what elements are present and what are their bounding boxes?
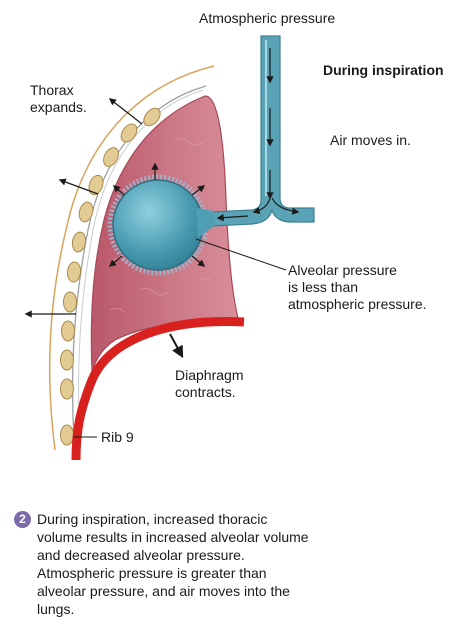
rib — [120, 123, 138, 143]
atmospheric-pressure-label: Atmospheric pressure — [199, 10, 336, 26]
caption-line: lungs. — [37, 601, 75, 617]
phase-title: During inspiration — [323, 62, 444, 78]
rib — [71, 231, 87, 253]
diaphragm — [71, 317, 245, 461]
thorax-label: Thorax expands. — [30, 82, 87, 116]
alveolar-label-line: is less than — [288, 279, 359, 295]
rib-9-label: Rib 9 — [101, 429, 134, 445]
rib — [88, 174, 104, 196]
rib — [61, 320, 75, 342]
alveolar-label-line: Alveolar pressure — [288, 262, 397, 278]
alveolar-label-line: atmospheric pressure. — [288, 296, 427, 312]
thorax-label-line: expands. — [30, 99, 87, 115]
diaphragm-arrow — [169, 333, 184, 359]
chest-wall-outer — [49, 65, 215, 451]
rib — [60, 378, 74, 400]
caption-line: and decreased alveolar pressure. — [37, 547, 245, 563]
rib — [143, 107, 161, 127]
rib-9 — [60, 424, 74, 446]
thorax-label-line: Thorax — [30, 82, 74, 98]
step-caption: During inspiration, increased thoracic v… — [37, 510, 367, 618]
alveolus-neck — [196, 208, 214, 238]
step-number-badge: 2 — [14, 511, 31, 528]
diaphragm-label-line: Diaphragm — [175, 367, 244, 383]
rib — [103, 147, 119, 167]
alveolar-pressure-label: Alveolar pressure is less than atmospher… — [288, 262, 427, 313]
inspiration-diagram — [24, 35, 315, 461]
rib — [78, 201, 94, 223]
caption-line: Atmospheric pressure is greater than — [37, 565, 267, 581]
rib — [60, 349, 74, 371]
caption-line: During inspiration, increased thoracic — [37, 511, 268, 527]
airflow-arrows — [216, 48, 300, 222]
ribs — [60, 107, 161, 446]
alveolar-leader-line — [195, 238, 287, 271]
rib — [63, 291, 77, 313]
diaphragm-label-line: contracts. — [175, 384, 236, 400]
alveolus — [112, 179, 204, 271]
airway — [211, 35, 315, 227]
alveolus-expansion-arrows — [108, 162, 206, 267]
rib — [66, 261, 82, 283]
caption-line: volume results in increased alveolar vol… — [37, 529, 309, 545]
diaphragm-label: Diaphragm contracts. — [175, 367, 243, 401]
air-moves-label: Air moves in. — [330, 132, 411, 148]
caption-line: alveolar pressure, and air moves into th… — [37, 583, 290, 599]
thorax-expansion-arrows — [24, 98, 143, 318]
